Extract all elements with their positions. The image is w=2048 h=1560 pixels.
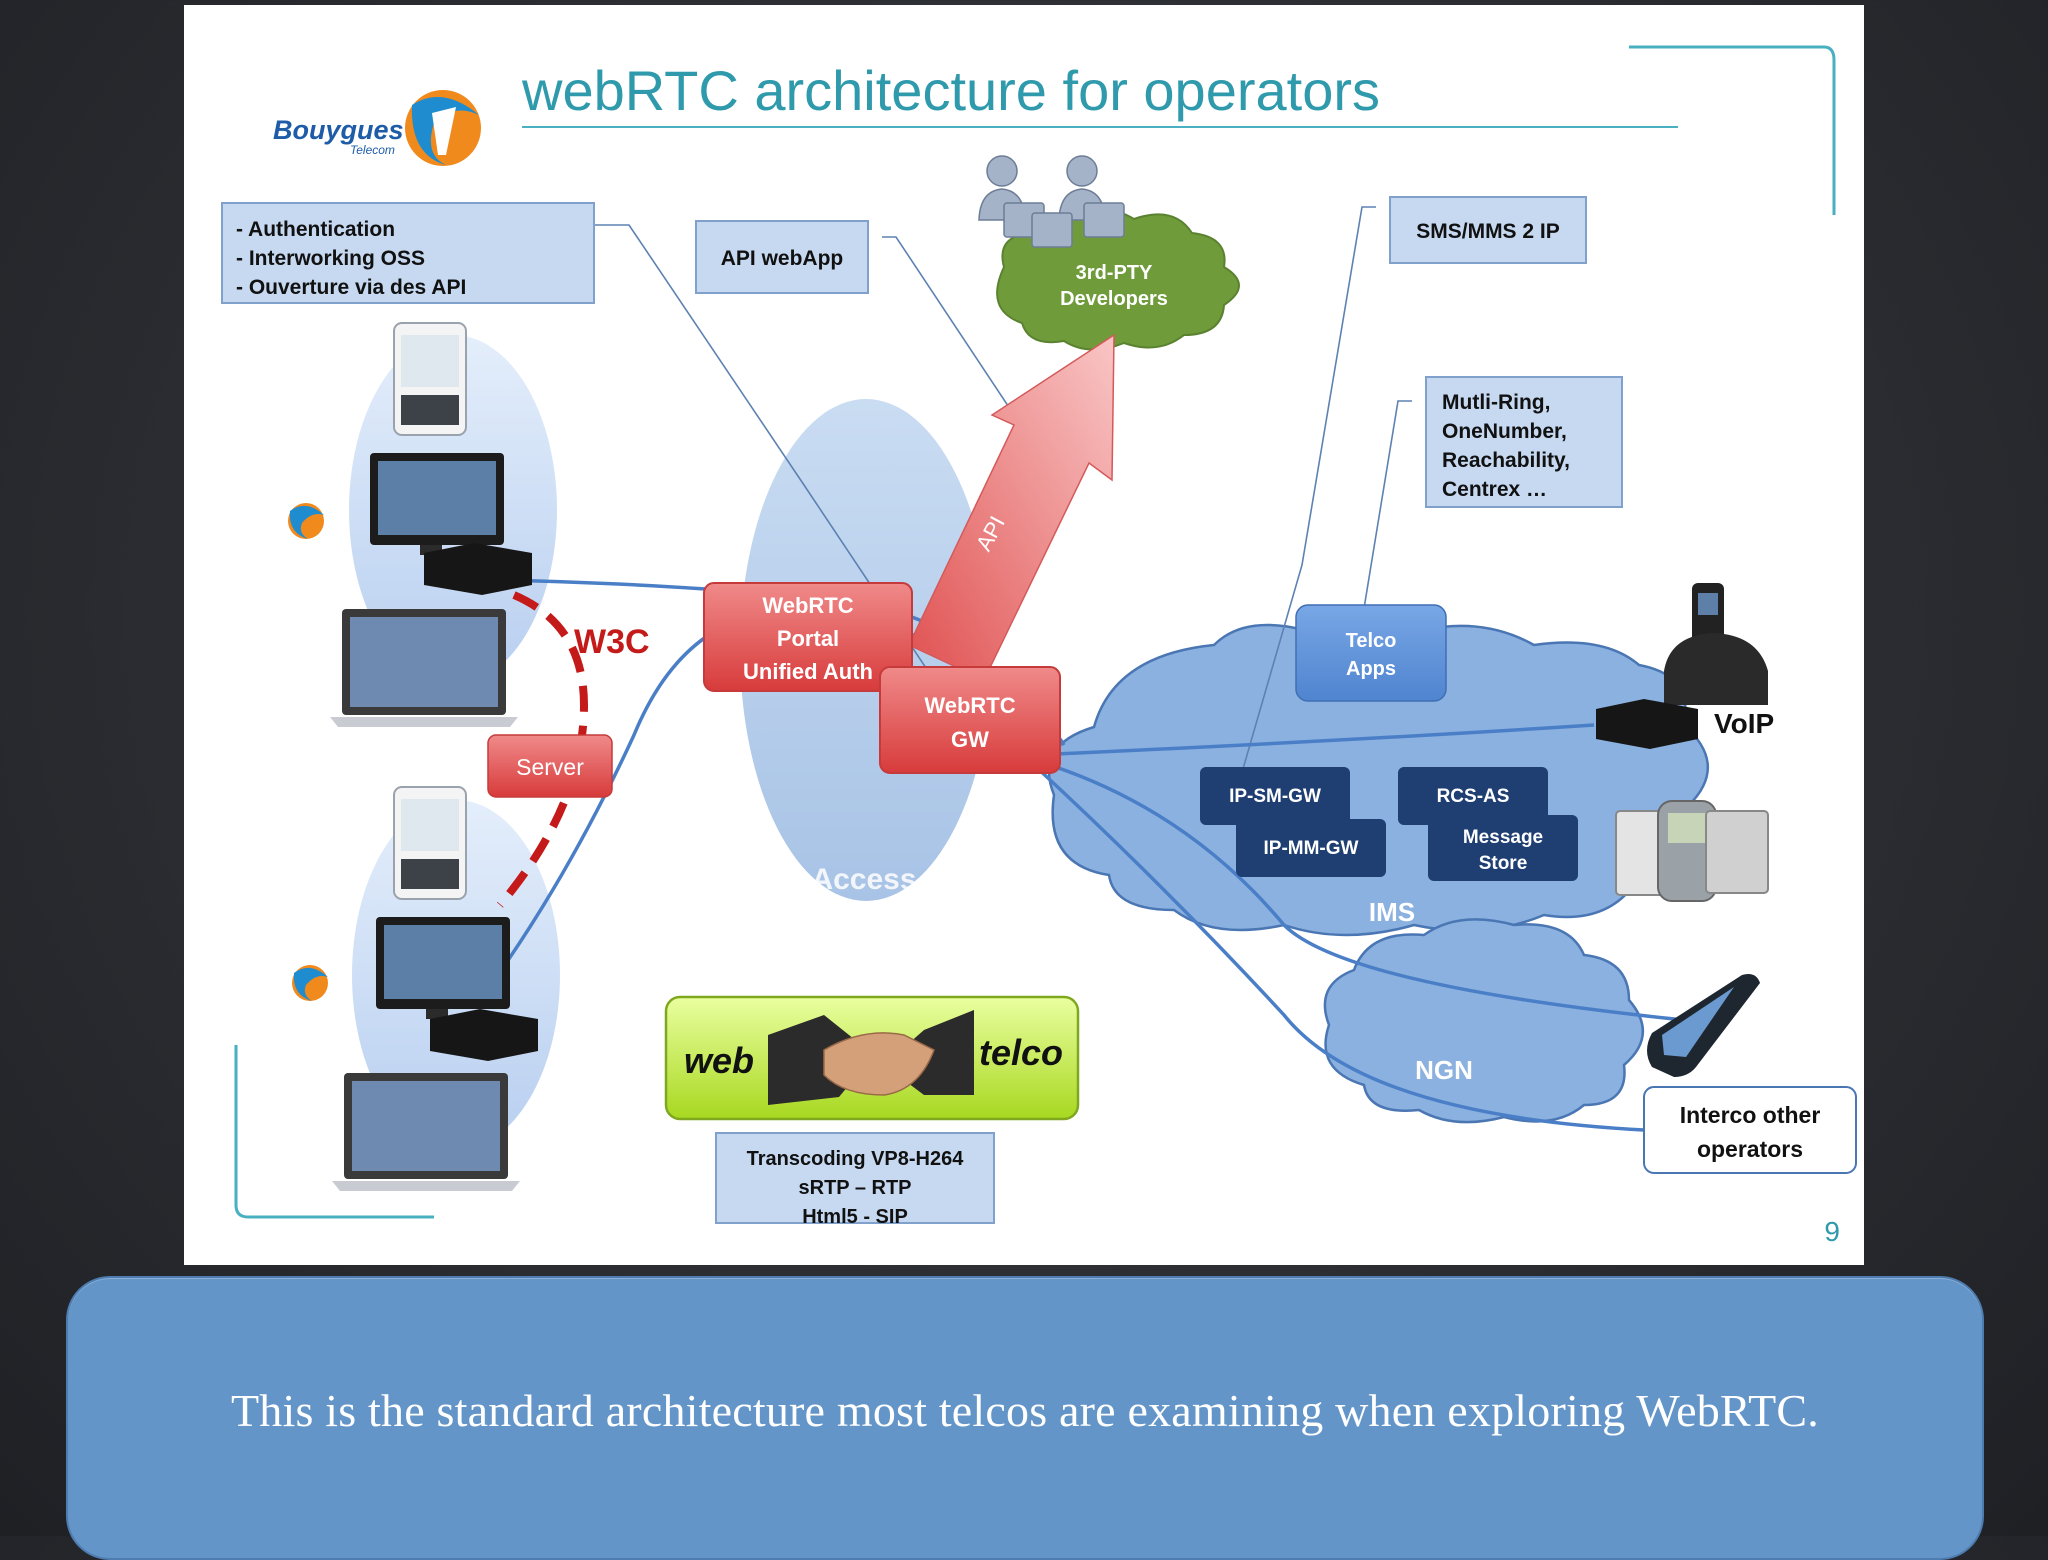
message-store-box: Message Store xyxy=(1428,815,1578,881)
note-sms-mms: SMS/MMS 2 IP xyxy=(1389,196,1587,264)
note-transcoding: Transcoding VP8-H264 sRTP – RTP Html5 - … xyxy=(715,1132,995,1228)
note-services-line3: Reachability, xyxy=(1442,449,1570,472)
server-label: Server xyxy=(516,754,584,780)
tv-icon xyxy=(370,453,504,555)
ip-sm-gw-label: IP-SM-GW xyxy=(1229,786,1321,807)
handshake-icon xyxy=(823,1032,935,1096)
laptop-icon xyxy=(330,609,518,727)
caption-box: This is the standard architecture most t… xyxy=(66,1276,1984,1560)
developers-label-line2: Developers xyxy=(1060,288,1168,310)
logo-brand: Bouygues xyxy=(273,115,404,145)
voip-phone-icon xyxy=(1664,583,1768,705)
user-devices-bottom xyxy=(292,786,538,1191)
ip-sm-gw-box: IP-SM-GW xyxy=(1200,767,1350,825)
logo-sub: Telecom xyxy=(350,143,395,157)
tablet-icon xyxy=(393,322,467,436)
note-top-left-line2: - Interworking OSS xyxy=(236,247,425,270)
note-transcoding-line1: Transcoding VP8-H264 xyxy=(747,1148,965,1170)
gateway-label-line2: GW xyxy=(951,727,989,752)
portal-label-line3: Unified Auth xyxy=(743,659,873,684)
note-transcoding-line3: Html5 - SIP xyxy=(802,1206,908,1228)
portal-label-line1: WebRTC xyxy=(762,593,853,618)
telco-apps-box: Telco Apps xyxy=(1295,604,1447,702)
api-arrow: API xyxy=(907,333,1115,681)
web-telco-banner: web telco xyxy=(664,995,1080,1121)
note-services: Mutli-Ring, OneNumber, Reachability, Cen… xyxy=(1425,376,1623,508)
banner-web-label: web xyxy=(684,1040,754,1081)
banner-telco-label: telco xyxy=(979,1032,1063,1073)
message-store-line2: Store xyxy=(1479,853,1528,874)
ip-mm-gw-box: IP-MM-GW xyxy=(1236,819,1386,877)
ngn-label: NGN xyxy=(1415,1055,1473,1085)
note-transcoding-line2: sRTP – RTP xyxy=(799,1177,912,1199)
ngn-cloud xyxy=(1323,918,1644,1124)
slide: Bouygues Telecom webRTC architecture for… xyxy=(184,5,1864,1265)
bouygues-badge-icon xyxy=(288,503,324,539)
developers-icon xyxy=(978,155,1125,248)
note-api-webapp: API webApp xyxy=(695,220,869,294)
note-sms-mms-label: SMS/MMS 2 IP xyxy=(1416,220,1560,243)
telco-apps-line1: Telco xyxy=(1346,630,1397,652)
note-services-line1: Mutli-Ring, xyxy=(1442,391,1550,414)
note-top-left-line3: - Ouverture via des API xyxy=(236,276,466,299)
tablet-icon xyxy=(393,786,467,900)
note-top-left: - Authentication - Interworking OSS - Ou… xyxy=(221,202,595,304)
architecture-diagram: Bouygues Telecom webRTC architecture for… xyxy=(221,45,1857,1247)
note-api-webapp-label: API webApp xyxy=(721,247,844,270)
telco-apps-line2: Apps xyxy=(1346,658,1396,680)
rcs-as-box: RCS-AS xyxy=(1398,767,1548,825)
logo-t-mark xyxy=(432,107,456,155)
note-top-left-line1: - Authentication xyxy=(236,218,395,241)
page-number: 9 xyxy=(1824,1216,1840,1247)
laptop-icon xyxy=(332,1073,520,1191)
w3c-label: W3C xyxy=(574,623,650,661)
developers-cloud: 3rd-PTY Developers xyxy=(978,155,1240,351)
tv-icon xyxy=(376,917,510,1019)
w3c-dashed-link xyxy=(496,591,589,908)
callout-lines xyxy=(594,206,1412,801)
bouygues-badge-icon xyxy=(292,965,328,1001)
developers-label-line1: 3rd-PTY xyxy=(1076,262,1153,284)
smartphone-icon xyxy=(1647,974,1760,1077)
note-services-line4: Centrex … xyxy=(1442,478,1547,501)
set-top-box-icon xyxy=(430,1009,538,1061)
portal-label-line2: Portal xyxy=(777,626,839,651)
mobile-phones-icon xyxy=(1615,800,1769,902)
note-interco-line2: operators xyxy=(1697,1136,1803,1162)
voip-label: VoIP xyxy=(1714,708,1774,739)
rcs-as-label: RCS-AS xyxy=(1437,786,1510,807)
access-label: Access xyxy=(811,863,916,896)
message-store-line1: Message xyxy=(1463,827,1543,848)
gateway-label-line1: WebRTC xyxy=(924,693,1015,718)
webrtc-portal-box: WebRTC Portal Unified Auth xyxy=(703,582,913,692)
logo-swoosh-blue xyxy=(411,97,479,165)
voip-box-icon xyxy=(1596,699,1698,749)
note-interco: Interco other operators xyxy=(1643,1086,1857,1174)
ims-label: IMS xyxy=(1369,897,1415,927)
note-services-line2: OneNumber, xyxy=(1442,420,1567,443)
bouygues-logo: Bouygues Telecom xyxy=(273,90,481,166)
ip-mm-gw-label: IP-MM-GW xyxy=(1264,838,1359,859)
caption-text: This is the standard architecture most t… xyxy=(231,1385,1819,1436)
slide-title: webRTC architecture for operators xyxy=(521,59,1380,122)
frame-corner-top-right xyxy=(1629,45,1836,215)
server-box: Server xyxy=(487,734,613,798)
note-interco-line1: Interco other xyxy=(1680,1102,1821,1128)
user-devices-top xyxy=(288,322,532,727)
frame-corner-bottom-left xyxy=(234,1045,434,1219)
set-top-box-icon xyxy=(424,543,532,595)
webrtc-gateway-box: WebRTC GW xyxy=(879,666,1061,774)
